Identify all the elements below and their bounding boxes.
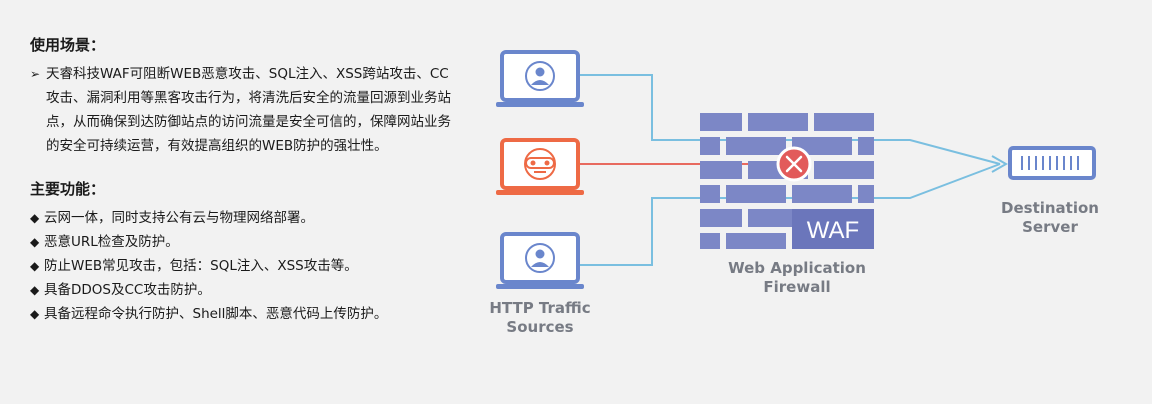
user-icon: [496, 50, 584, 107]
feature-item: ◆ 具备远程命令执行防护、Shell脚本、恶意代码上传防护。: [30, 302, 460, 326]
diamond-bullet-icon: ◆: [30, 211, 40, 225]
diamond-bullet-icon: ◆: [30, 259, 40, 273]
usage-item: ➢ 天睿科技WAF可阻断WEB恶意攻击、SQL注入、XSS跨站攻击、CC攻击、漏…: [30, 62, 460, 158]
destination-label: Destination Server: [980, 199, 1120, 237]
diamond-bullet-icon: ◆: [30, 307, 40, 321]
server-icon: [1008, 146, 1096, 180]
brick: [700, 113, 742, 131]
brick: [858, 185, 874, 203]
arrow-bullet-icon: ➢: [30, 67, 41, 81]
waf-block: [792, 209, 874, 249]
brick: [792, 185, 852, 203]
features-section: 主要功能： ◆ 云网一体，同时支持公有云与物理网络部署。 ◆ 恶意URL检查及防…: [30, 178, 460, 326]
brick: [858, 137, 874, 155]
feature-text: 恶意URL检查及防护。: [44, 234, 179, 250]
user-traffic-line-bottom: [580, 163, 1001, 266]
features-title: 主要功能：: [30, 180, 106, 198]
diamond-bullet-icon: ◆: [30, 235, 40, 249]
feature-item: ◆ 恶意URL检查及防护。: [30, 230, 460, 254]
brick: [726, 233, 786, 249]
user-traffic-line-top: [580, 74, 1001, 165]
diamond-bullet-icon: ◆: [30, 283, 40, 297]
brick: [700, 161, 742, 179]
sources-label-text: HTTP Traffic Sources: [489, 299, 591, 336]
brick: [700, 185, 720, 203]
brick: [700, 233, 720, 249]
brick: [814, 161, 874, 179]
diagram-svg: WAF: [496, 50, 1096, 289]
feature-text: 防止WEB常见攻击，包括：SQL注入、XSS攻击等。: [44, 258, 358, 274]
brick: [726, 137, 786, 155]
feature-text: 云网一体，同时支持公有云与物理网络部署。: [44, 210, 314, 226]
sources-label: HTTP Traffic Sources: [480, 299, 600, 337]
brick: [700, 209, 742, 227]
waf-text: WAF: [807, 217, 859, 244]
feature-text: 具备远程命令执行防护、Shell脚本、恶意代码上传防护。: [44, 306, 388, 322]
waf-wall: WAF: [700, 113, 874, 249]
brick: [700, 137, 720, 155]
waf-diagram: WAF: [480, 40, 1120, 360]
usage-text: 天睿科技WAF可阻断WEB恶意攻击、SQL注入、XSS跨站攻击、CC攻击、漏洞利…: [46, 66, 451, 154]
brick: [792, 137, 852, 155]
destination-label-text: Destination Server: [1001, 199, 1099, 236]
waf-label-text: Web Application Firewall: [728, 259, 866, 296]
brick: [748, 113, 808, 131]
brick: [814, 113, 874, 131]
brick: [726, 185, 786, 203]
waf-label: Web Application Firewall: [702, 259, 892, 297]
user-icon: [496, 232, 584, 289]
feature-item: ◆ 云网一体，同时支持公有云与物理网络部署。: [30, 206, 460, 230]
block-icon: [776, 146, 812, 182]
arrowhead-icon: [991, 155, 1009, 173]
usage-title: 使用场景：: [30, 36, 106, 54]
feature-item: ◆ 防止WEB常见攻击，包括：SQL注入、XSS攻击等。: [30, 254, 460, 278]
text-panel: 使用场景： ➢ 天睿科技WAF可阻断WEB恶意攻击、SQL注入、XSS跨站攻击、…: [30, 34, 460, 326]
feature-item: ◆ 具备DDOS及CC攻击防护。: [30, 278, 460, 302]
feature-text: 具备DDOS及CC攻击防护。: [44, 282, 211, 298]
robot-icon: [496, 138, 584, 195]
